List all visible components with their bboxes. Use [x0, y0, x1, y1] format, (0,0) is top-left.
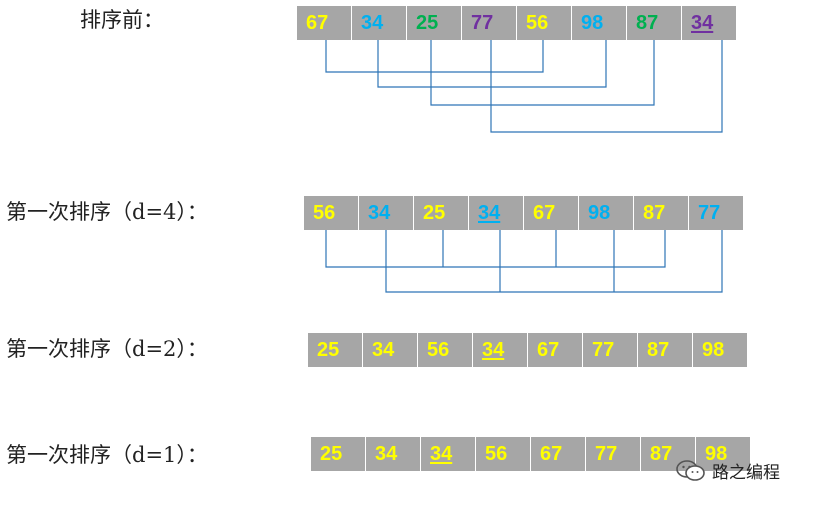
array-cell: 67 [297, 6, 352, 40]
cell-value: 98 [702, 338, 725, 361]
cell-value: 98 [581, 11, 604, 34]
cell-value: 34 [372, 338, 395, 361]
cell-value: 67 [533, 201, 556, 224]
wechat-icon [676, 459, 705, 481]
connector-group-4 [490, 40, 723, 133]
cell-value: 77 [595, 442, 618, 465]
cell-value: 87 [643, 201, 666, 224]
cell-value: 67 [306, 11, 329, 34]
array-cell: 77 [586, 437, 641, 471]
array-cell: 87 [634, 196, 689, 230]
cell-value: 77 [592, 338, 615, 361]
watermark-text: 路之编程 [712, 463, 780, 483]
array-cell: 67 [528, 333, 583, 367]
array-cell: 87 [627, 6, 682, 40]
cell-value: 56 [313, 201, 336, 224]
cell-value: 34 [482, 338, 505, 361]
cell-value: 77 [471, 11, 494, 34]
array-cell: 98 [696, 437, 751, 471]
cell-value: 87 [647, 338, 670, 361]
cell-value: 56 [485, 442, 508, 465]
array-row-pass-d1: 25 34 34 56 67 77 87 98 [311, 437, 751, 471]
cell-value: 77 [698, 201, 721, 224]
array-row-pass-d4: 56 34 25 34 67 98 87 77 [304, 196, 744, 230]
cell-value: 25 [320, 442, 343, 465]
array-cell: 77 [583, 333, 638, 367]
row-label-before: 排序前： [80, 8, 164, 32]
array-cell: 98 [579, 196, 634, 230]
array-cell: 34 [473, 333, 528, 367]
array-row-pass-d2: 25 34 56 34 67 77 87 98 [308, 333, 748, 367]
cell-value: 25 [416, 11, 439, 34]
cell-value: 67 [537, 338, 560, 361]
cell-value: 87 [650, 442, 673, 465]
connector-group-2 [377, 40, 607, 88]
array-cell: 56 [517, 6, 572, 40]
connector-group-odd [325, 230, 666, 268]
array-cell: 25 [311, 437, 366, 471]
cell-value: 34 [361, 11, 384, 34]
cell-value: 67 [540, 442, 563, 465]
array-cell: 77 [462, 6, 517, 40]
array-cell: 98 [572, 6, 627, 40]
array-cell: 87 [641, 437, 696, 471]
cell-value: 25 [423, 201, 446, 224]
cell-value: 34 [368, 201, 391, 224]
array-cell: 34 [359, 196, 414, 230]
array-cell: 34 [682, 6, 737, 40]
array-cell: 34 [352, 6, 407, 40]
array-cell: 34 [366, 437, 421, 471]
cell-value: 25 [317, 338, 340, 361]
array-cell: 34 [421, 437, 476, 471]
row-label-pass-d4: 第一次排序（d=4）： [6, 200, 208, 224]
watermark: 路之编程 [676, 458, 780, 483]
array-cell: 98 [693, 333, 748, 367]
cell-value: 34 [430, 442, 453, 465]
array-cell: 67 [524, 196, 579, 230]
array-cell: 56 [304, 196, 359, 230]
connector-group-3 [430, 40, 655, 106]
cell-value: 87 [636, 11, 659, 34]
cell-value: 34 [691, 11, 714, 34]
array-cell: 56 [418, 333, 473, 367]
cell-value: 98 [705, 442, 728, 465]
connector-group-1 [325, 40, 544, 73]
array-cell: 67 [531, 437, 586, 471]
cell-value: 56 [427, 338, 450, 361]
array-cell: 77 [689, 196, 744, 230]
row-label-pass-d2: 第一次排序（d=2）： [6, 337, 208, 361]
cell-value: 34 [375, 442, 398, 465]
cell-value: 34 [478, 201, 501, 224]
array-cell: 56 [476, 437, 531, 471]
cell-value: 98 [588, 201, 611, 224]
cell-value: 56 [526, 11, 549, 34]
array-cell: 34 [469, 196, 524, 230]
array-cell: 34 [363, 333, 418, 367]
array-cell: 25 [414, 196, 469, 230]
array-cell: 25 [407, 6, 462, 40]
connector-group-even [385, 230, 723, 293]
array-row-before: 67 34 25 77 56 98 87 34 [297, 6, 737, 40]
array-cell: 87 [638, 333, 693, 367]
row-label-pass-d1: 第一次排序（d=1）： [6, 443, 208, 467]
array-cell: 25 [308, 333, 363, 367]
